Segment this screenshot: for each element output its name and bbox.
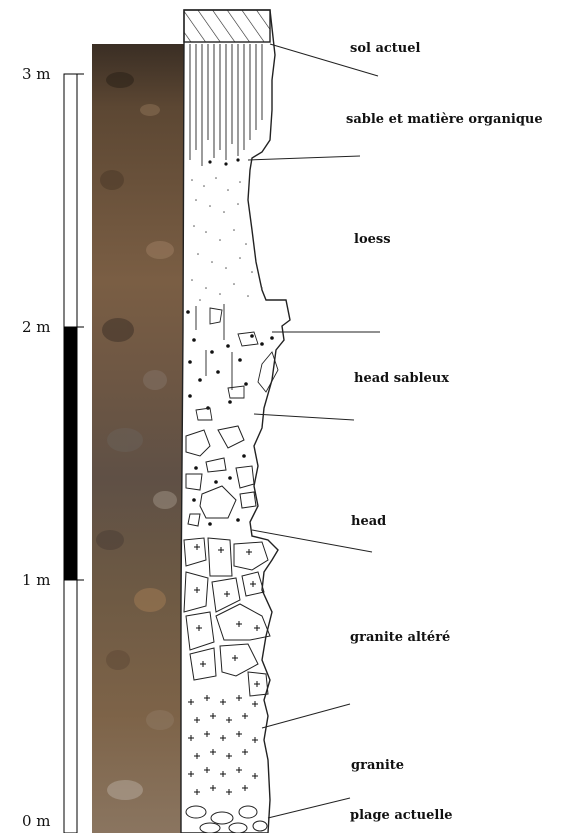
label-loess: loess [354, 232, 391, 247]
leader-head-sableux [254, 414, 354, 420]
leader-granite [262, 704, 350, 728]
scale-labels: 3 m 2 m 1 m 0 m [22, 65, 51, 830]
section-outline [181, 10, 290, 833]
layer-sol-actuel-band [184, 10, 270, 42]
scale-tick-label-2m: 2 m [22, 318, 51, 336]
label-plage-actuelle: plage actuelle [350, 808, 453, 823]
label-sable-organique: sable et matière organique [346, 112, 543, 127]
leader-plage-actuelle [268, 798, 350, 818]
label-granite: granite [351, 758, 404, 773]
scale-bar [64, 74, 84, 833]
leader-lines [248, 44, 380, 818]
leader-sable-organique [248, 156, 360, 160]
scale-tick-label-3m: 3 m [22, 65, 51, 83]
label-head-sableux: head sableux [354, 371, 449, 386]
label-sol-actuel: sol actuel [350, 41, 421, 56]
label-head: head [351, 514, 386, 529]
soil-photo-strip [92, 44, 186, 833]
scale-tick-label-1m: 1 m [22, 571, 51, 589]
layer-labels: sol actuel sable et matière organique lo… [346, 41, 543, 823]
scale-tick-label-0m: 0 m [22, 812, 51, 830]
label-granite-altere: granite altéré [350, 630, 450, 645]
